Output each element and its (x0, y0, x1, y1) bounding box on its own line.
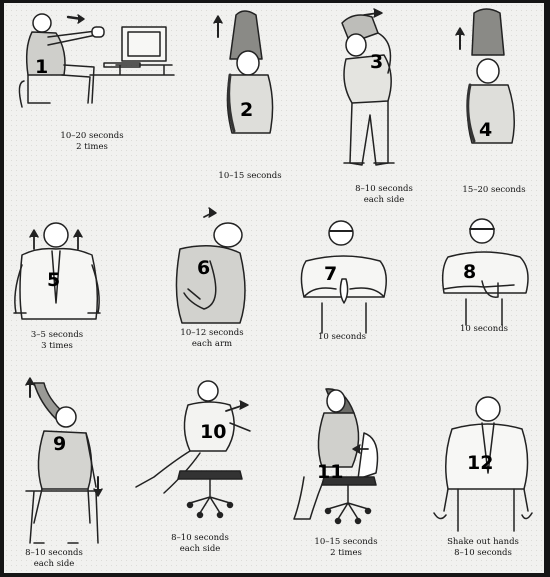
exercise-number: 8 (463, 261, 477, 283)
standing-arms-overhead-stretch-illustration (213, 10, 274, 134)
standing-overhead-reach-stretch-illustration (455, 8, 515, 144)
exercise-number: 11 (317, 461, 344, 483)
seated-overhead-side-reach-illustration (25, 377, 103, 544)
exercise-number: 3 (370, 51, 384, 73)
seated-torso-twist-illustration (135, 380, 251, 519)
seated-arms-forward-stretch-illustration (18, 13, 175, 108)
exercise-number: 12 (467, 452, 494, 474)
exercise-number: 10 (200, 421, 227, 443)
exercise-number: 7 (324, 263, 338, 285)
illustrations (13, 8, 533, 544)
finger-pull-stretch-illustration (441, 218, 529, 326)
exercise-number: 2 (240, 99, 254, 121)
exercise-number: 1 (35, 56, 49, 78)
exercise-number: 6 (197, 257, 211, 279)
exercise-caption: 10 seconds (317, 332, 367, 342)
shake-out-hands-illustration (433, 396, 533, 532)
seated-back-arch-illustration (293, 388, 379, 525)
exercise-number: 9 (53, 433, 67, 455)
exercise-number: 5 (47, 269, 61, 291)
exercise-caption: 10–15 seconds (218, 171, 282, 181)
exercise-caption: 10 seconds (459, 324, 509, 334)
exercise-number: 4 (479, 119, 493, 141)
head-tilt-arm-pull-illustration (175, 207, 246, 324)
wrist-stretch-palms-together-illustration (300, 220, 387, 334)
shoulder-shrug-illustration (13, 222, 101, 320)
exercise-caption: 15–20 seconds (462, 185, 526, 195)
standing-side-bend-stretch-illustration (341, 8, 395, 166)
